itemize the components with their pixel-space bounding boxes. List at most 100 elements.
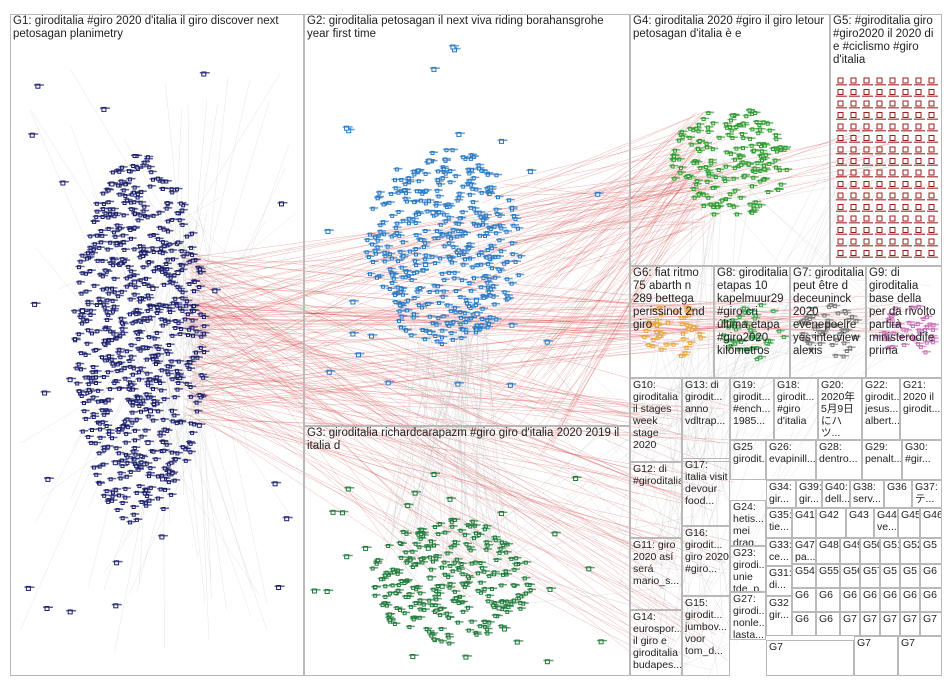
edge [447, 338, 499, 545]
edge [547, 112, 697, 269]
edge [188, 414, 641, 651]
edge [187, 271, 658, 565]
node-label-bar [158, 270, 168, 272]
node-label-bar [139, 345, 149, 348]
edge [558, 156, 708, 437]
node-label-bar [197, 335, 207, 337]
node-label-bar [133, 394, 143, 397]
edge [761, 319, 786, 324]
edge [196, 204, 249, 453]
node-label-bar [484, 285, 494, 288]
node-label-bar [96, 465, 106, 467]
node-label-bar [146, 316, 156, 318]
edge [192, 286, 720, 649]
node-label-bar [103, 287, 113, 289]
edge [410, 323, 496, 549]
group-box-g32: G32 gir... [766, 596, 792, 636]
edge [188, 369, 637, 643]
node-layer [24, 44, 939, 665]
node-label-bar [177, 327, 187, 330]
node-label-bar [167, 493, 177, 495]
group-label-g9: G9: di giroditalia base della per da riv… [869, 267, 939, 357]
node-label-bar [149, 419, 159, 421]
edge [183, 342, 647, 417]
node-label-bar [160, 283, 170, 285]
node-label-bar [488, 266, 498, 269]
edge [183, 304, 649, 336]
group-box-g18: G18: girodit... #giro d'italia [774, 378, 818, 440]
edge [171, 143, 290, 471]
node-label-bar [368, 242, 378, 245]
node-label-bar [115, 451, 125, 454]
node-label-bar [105, 227, 115, 229]
group-box-g44: G44: ve... [874, 508, 898, 538]
node-label-bar [90, 284, 100, 286]
edge [191, 307, 872, 389]
edge [194, 318, 891, 322]
edge [188, 380, 645, 512]
node-label-bar [164, 201, 173, 204]
node-label-bar [174, 381, 184, 384]
edge [503, 183, 704, 208]
node-label-bar [177, 202, 187, 204]
group-box-g26: G26: evapinill... [766, 440, 816, 480]
edge [458, 346, 490, 545]
node-label-bar [145, 335, 155, 338]
node-label-bar [169, 281, 179, 284]
group-box-g33: G33: ce... [766, 538, 792, 566]
edge [551, 169, 719, 418]
node-label-bar [114, 169, 124, 171]
node-label-bar [131, 226, 141, 228]
edge [618, 398, 664, 558]
node-label-bar [87, 313, 96, 316]
node-label-bar [90, 415, 100, 418]
edge [841, 157, 866, 172]
node-label-bar [92, 348, 102, 350]
node-label-bar [131, 247, 140, 250]
edge [494, 135, 713, 328]
edge [199, 374, 649, 419]
edge [113, 417, 161, 655]
edge [195, 266, 422, 562]
edge [442, 347, 474, 577]
node-label-bar [164, 369, 173, 372]
group-label-g32: G32 gir... [769, 597, 792, 621]
edge [191, 239, 429, 308]
node-label-bar [132, 453, 141, 455]
node-label-bar [141, 491, 151, 494]
node-label-bar [163, 468, 173, 471]
edge [185, 322, 914, 332]
node-label-bar [159, 440, 169, 443]
group-box-g34: G34: gir... 2... [766, 480, 796, 508]
node-label-bar [154, 237, 164, 240]
node-label-bar [117, 261, 127, 264]
edge [193, 161, 728, 370]
edge [196, 376, 684, 407]
edge [187, 295, 647, 508]
edge [490, 226, 699, 390]
edge [460, 329, 468, 552]
node-label-bar [124, 455, 133, 458]
edge [476, 326, 490, 573]
edge [193, 419, 734, 542]
group-label-g5: G5: #giroditalia giro #giro2020 il 2020 … [833, 15, 937, 66]
edge [551, 133, 695, 448]
group-box-g13: G13: di girodit... anno vdltrap... [682, 378, 730, 462]
node-label-bar [88, 331, 98, 334]
node-label-bar [94, 400, 104, 402]
group-box-g5: G5: #giroditalia giro #giro2020 il 2020 … [830, 14, 942, 266]
node-label-bar [428, 255, 438, 257]
edge [475, 230, 479, 610]
node-label-bar [130, 513, 140, 515]
edge [445, 393, 716, 594]
node-label-bar [109, 207, 119, 210]
node-label-bar [113, 369, 123, 372]
edge [198, 217, 236, 326]
node-label-bar [102, 343, 111, 346]
edge [725, 292, 743, 470]
edge [646, 286, 730, 501]
edge [195, 226, 452, 320]
edge [680, 297, 804, 412]
node-label-bar [374, 245, 384, 248]
edge [620, 538, 670, 569]
